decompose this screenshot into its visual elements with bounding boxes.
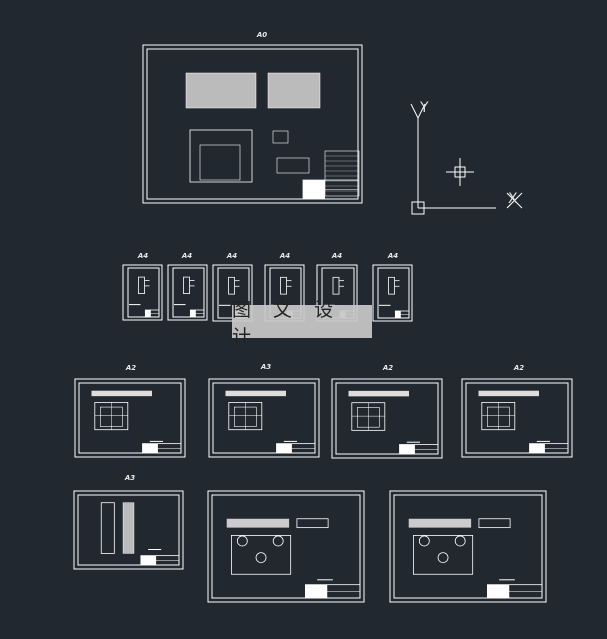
sheet-label: A4 [279, 252, 291, 260]
title-block-fill [399, 444, 415, 454]
side-view [478, 518, 511, 529]
sheet-frame [212, 382, 316, 454]
sheet-border [461, 378, 573, 458]
part-view [280, 276, 287, 295]
hole [255, 552, 267, 563]
sheet-frame [335, 382, 439, 455]
title-block-fill [142, 443, 158, 453]
title-block-fill [190, 310, 196, 317]
parts-list [324, 150, 360, 197]
sheet-frame [465, 382, 569, 454]
ucs-y-glyph [410, 103, 419, 119]
ucs-origin-box [411, 201, 425, 215]
hole [454, 535, 466, 547]
part-view [100, 502, 115, 554]
title-block-fill [529, 443, 545, 453]
sheet-label: A4 [226, 252, 238, 260]
sheet-border [207, 490, 365, 603]
hole [437, 552, 449, 563]
sheet-label: A3 [124, 474, 136, 482]
front-section-view [185, 72, 257, 109]
sheet-label: A3 [260, 363, 272, 371]
ucs-x-label: X [508, 191, 518, 207]
sheet-frame [78, 382, 182, 454]
sheet-frame [146, 48, 359, 200]
sheet-border [122, 264, 163, 321]
detail-view [272, 130, 289, 144]
title-block-fill [140, 555, 157, 565]
sheet-frame [377, 267, 410, 319]
title-block-fill [145, 310, 151, 317]
section-view [225, 390, 286, 397]
sheet-label: A4 [387, 252, 399, 260]
ucs-y-glyph [417, 103, 426, 119]
title-block-fill [276, 443, 292, 453]
section-view [348, 390, 409, 397]
section-view [91, 390, 152, 397]
watermark: 图 文 设 计 [232, 299, 372, 348]
title-block-fill [487, 584, 510, 598]
title-block-fill [305, 584, 328, 598]
crosshair-pickbox [454, 166, 466, 178]
sheet-border [73, 490, 184, 570]
sheet-label: A4 [181, 252, 193, 260]
ucs-y-label: Y [420, 100, 429, 116]
sheet-frame [77, 494, 180, 566]
sheet-frame [393, 494, 543, 599]
part-view [138, 276, 145, 295]
sheet-label: A4 [137, 252, 149, 260]
hole [272, 535, 284, 547]
side-section-view [267, 72, 321, 109]
section-view [226, 518, 290, 528]
title-block-fill [303, 180, 325, 199]
sheet-label: A2 [513, 364, 525, 372]
sheet-label: A2 [125, 364, 137, 372]
part-section [122, 502, 135, 554]
sheet-frame [172, 267, 205, 318]
sheet-frame [127, 267, 160, 318]
side-view [296, 518, 329, 529]
sheet-border [74, 378, 186, 458]
plan-view-inner [199, 144, 241, 181]
sheet-border [372, 264, 413, 322]
sheet-border [208, 378, 320, 458]
part-view [183, 276, 190, 295]
sheet-border [142, 44, 363, 204]
sheet-label: A2 [382, 364, 394, 372]
sheet-border [389, 490, 547, 603]
sheet-frame [211, 494, 361, 599]
part-view [332, 276, 340, 295]
plan-view [189, 129, 253, 183]
plan-view [230, 535, 292, 575]
hole [418, 535, 430, 547]
part-view [228, 276, 235, 295]
section-view [408, 518, 472, 528]
detail-view [276, 157, 310, 174]
plan-view [412, 535, 474, 575]
sheet-border [167, 264, 208, 321]
ucs-x-glyph [506, 192, 523, 209]
title-block-fill [395, 311, 401, 318]
sheet-label: A4 [331, 252, 343, 260]
sheet-border [331, 378, 443, 459]
section-view [478, 390, 539, 397]
sheet-label-a0: A0 [256, 31, 268, 39]
hole [236, 535, 248, 547]
part-view [388, 276, 395, 295]
